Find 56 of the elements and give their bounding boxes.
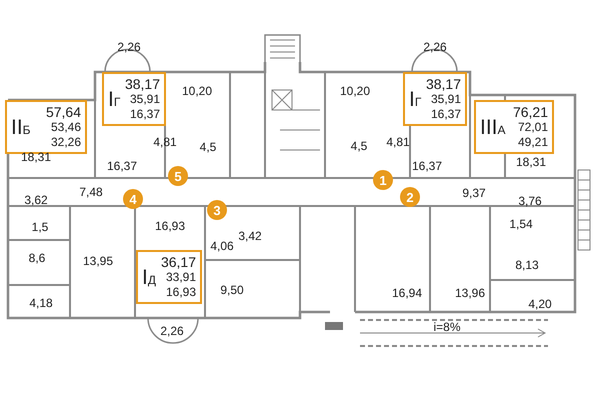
area-value: 35,91 — [130, 92, 160, 106]
total-area-value: 38,17 — [426, 76, 461, 92]
room-area-label: 10,20 — [340, 85, 370, 97]
total-area-value: 38,17 — [124, 76, 160, 92]
room-area-label: 4,5 — [200, 141, 216, 153]
room-area-label: 3,42 — [238, 230, 262, 242]
room-area-label: 9,37 — [462, 187, 486, 199]
apartment-info-box — [474, 100, 554, 154]
room-area-label: 13,95 — [82, 255, 114, 267]
apartment-info-box — [5, 100, 87, 154]
total-area-value: 76,21 — [512, 104, 548, 120]
room-area-label: 4,06 — [210, 240, 234, 252]
room-area-label: 7,48 — [79, 186, 103, 198]
area-value: 16,93 — [166, 284, 196, 300]
room-area-label: 4,81 — [386, 136, 410, 148]
room-area-label: 1,5 — [32, 221, 48, 233]
room-area-label: 8,13 — [515, 259, 539, 271]
number-marker: 4 — [123, 189, 143, 209]
slope-label: i=8% — [433, 321, 461, 333]
room-area-label: 3,76 — [518, 195, 542, 207]
area-value: 16,37 — [130, 106, 160, 122]
area-value: 32,26 — [50, 134, 81, 150]
number-marker: 1 — [373, 170, 393, 190]
room-area-label: 4,20 — [528, 298, 552, 310]
total-area-value: 57,64 — [46, 104, 81, 120]
room-area-label: 18,31 — [516, 156, 546, 168]
room-area-label: 16,37 — [106, 160, 138, 172]
apartment-info-box — [403, 72, 467, 126]
room-area-label: 1,54 — [509, 218, 533, 230]
room-area-label: 10,20 — [182, 85, 212, 97]
area-value: 72,01 — [518, 120, 548, 134]
room-area-label: 4,5 — [350, 140, 368, 152]
room-area-label: 13,96 — [454, 287, 486, 299]
room-area-label: 8,6 — [28, 252, 46, 264]
area-value: 16,37 — [430, 106, 461, 122]
room-area-label: 9,50 — [220, 284, 244, 296]
area-value: 49,21 — [518, 134, 548, 150]
room-area-label: 16,94 — [392, 287, 422, 299]
area-value: 53,46 — [50, 120, 81, 134]
room-area-label: 2,26 — [117, 41, 141, 53]
total-area-value: 36,17 — [160, 254, 196, 270]
number-marker: 3 — [207, 200, 227, 220]
room-area-label: 2,26 — [423, 41, 447, 53]
area-value: 33,91 — [166, 270, 196, 284]
room-area-label: 3,62 — [24, 194, 48, 206]
area-value: 35,91 — [430, 92, 461, 106]
number-marker: 2 — [400, 187, 420, 207]
room-area-label: 16,93 — [154, 220, 186, 232]
room-area-label: 16,37 — [412, 160, 442, 172]
room-area-label: 2,26 — [160, 325, 184, 337]
room-area-label: 4,18 — [29, 297, 53, 309]
room-area-label: 4,81 — [153, 136, 177, 148]
room-area-label: 18,31 — [20, 151, 52, 163]
apartment-info-box — [136, 250, 202, 304]
apartment-info-box — [102, 72, 166, 126]
number-marker: 5 — [168, 166, 188, 186]
